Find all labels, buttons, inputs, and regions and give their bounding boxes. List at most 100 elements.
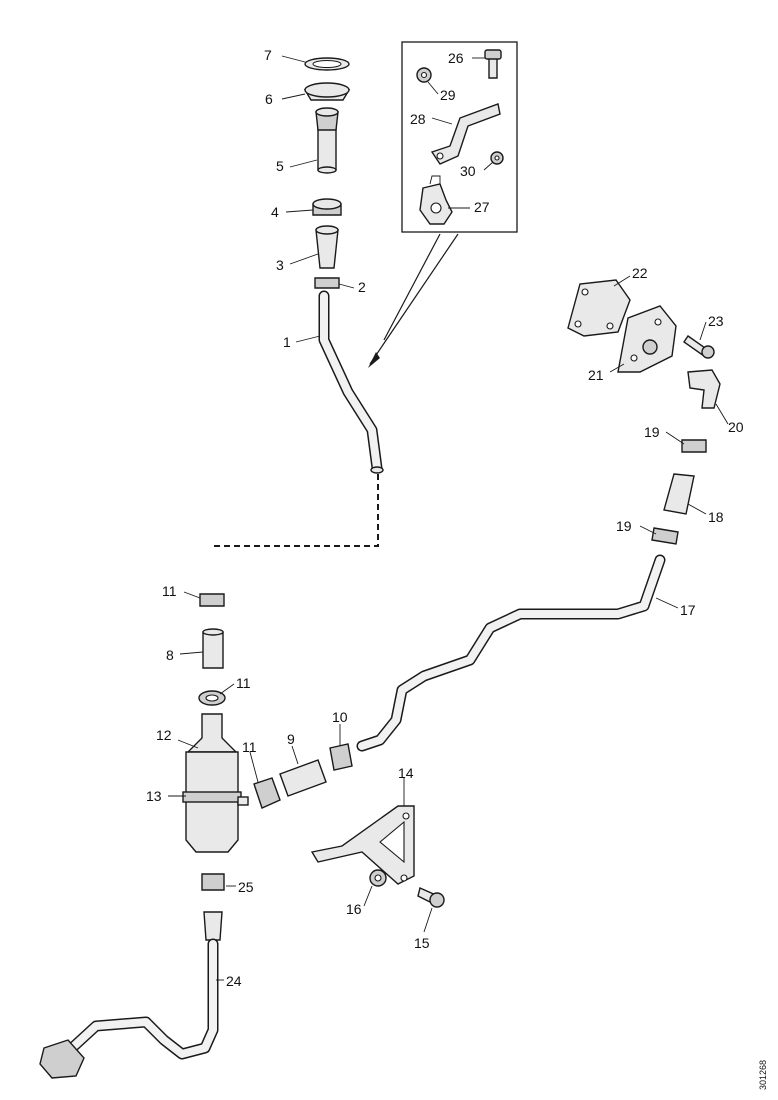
filter-assembly: [39, 593, 353, 1079]
part-17-fuel-line-inner: [358, 556, 664, 750]
label-28: 28: [410, 111, 426, 127]
part-4-clamp-top: [312, 198, 342, 210]
label-17: 17: [680, 602, 696, 618]
part-14-bracket: [310, 805, 415, 885]
part-16-nut-hole: [374, 874, 382, 882]
part-15-bolt-head: [429, 892, 445, 908]
part-12-filter-neck: [186, 713, 238, 753]
label-19-upper: 19: [644, 424, 660, 440]
part-2-clip: [314, 277, 340, 289]
part-21-flange-hole-2: [654, 318, 662, 326]
label-4: 4: [271, 204, 279, 220]
label-12: 12: [156, 727, 172, 743]
part-22-gasket-hole-2: [574, 320, 582, 328]
inset-callout-arrow-2: [383, 233, 441, 341]
label-20: 20: [728, 419, 744, 435]
tank-connection-assembly: [567, 279, 721, 545]
part-28-bracket-hole: [436, 152, 444, 160]
detail-inset: [368, 41, 518, 368]
part-23-bolt-head: [701, 345, 715, 359]
label-9: 9: [287, 731, 295, 747]
part-9-hose: [279, 759, 327, 797]
part-22-gasket-hole-3: [606, 322, 614, 330]
part-25-clamp: [201, 873, 225, 891]
part-21-flange-hole-1: [630, 354, 638, 362]
part-5-neck-base: [317, 166, 337, 174]
part-24-hose: [203, 911, 223, 941]
label-23: 23: [708, 313, 724, 329]
part-26-bolt: [488, 57, 498, 79]
part-22-gasket-hole-1: [581, 288, 589, 296]
part-29-nut-hole: [420, 71, 428, 79]
mounting-bracket: [310, 805, 445, 908]
part-labels: 7 6 5 4 3 2 1 26 29 28 30 27 22 23 21 20…: [146, 47, 744, 989]
label-2: 2: [358, 279, 366, 295]
part-30-nut-hole: [494, 155, 500, 161]
part-8-sleeve-top: [202, 628, 224, 636]
part-21-flange: [617, 305, 677, 373]
label-26: 26: [448, 50, 464, 66]
label-29: 29: [440, 87, 456, 103]
part-1-pipe-inner: [320, 292, 381, 472]
dashed-connection-line: [212, 474, 379, 547]
part-1-pipe-end: [370, 466, 384, 474]
label-27: 27: [474, 199, 490, 215]
part-17-fuel-line: [356, 554, 666, 752]
part-10-clamp: [329, 743, 353, 771]
drawing-code: 301268: [758, 1060, 768, 1090]
label-19-lower: 19: [616, 518, 632, 534]
label-13: 13: [146, 788, 162, 804]
part-24-hose-line: [66, 938, 219, 1060]
part-21-flange-boss: [642, 339, 658, 355]
label-6: 6: [265, 91, 273, 107]
part-5-neck-rim: [315, 107, 339, 117]
part-7-ring-inner: [312, 60, 342, 68]
part-26-bolt-head: [484, 49, 502, 60]
label-11-middle: 11: [236, 675, 251, 691]
part-13-filter-band: [182, 791, 242, 803]
label-22: 22: [632, 265, 648, 281]
part-27-clamp-tab: [429, 175, 441, 185]
label-14: 14: [398, 765, 414, 781]
label-18: 18: [708, 509, 724, 525]
label-1: 1: [283, 334, 291, 350]
leader-lines: [168, 55, 729, 981]
part-22-gasket: [567, 279, 631, 337]
label-25: 25: [238, 879, 254, 895]
part-14-bracket-cutout: [379, 820, 405, 864]
part-18-hose: [663, 473, 695, 515]
part-6-cap-top: [304, 82, 350, 98]
label-10: 10: [332, 709, 348, 725]
label-30: 30: [460, 163, 476, 179]
part-20-elbow: [687, 369, 721, 409]
label-8: 8: [166, 647, 174, 663]
inset-callout-arrow: [369, 233, 459, 365]
part-11-clamp-right: [253, 777, 281, 809]
label-11-right: 11: [242, 739, 257, 755]
label-11-top: 11: [162, 583, 177, 599]
part-14-bracket-hole-2: [400, 874, 408, 882]
label-16: 16: [346, 901, 362, 917]
part-11-clamp-middle-hole: [205, 694, 219, 702]
inset-callout-arrowhead: [368, 352, 380, 368]
part-13-filter-outlet: [237, 796, 249, 806]
part-1-pipe: [318, 290, 383, 474]
filler-assembly: [212, 57, 384, 547]
label-21: 21: [588, 367, 604, 383]
label-5: 5: [276, 158, 284, 174]
label-3: 3: [276, 257, 284, 273]
part-3-sleeve: [315, 229, 339, 269]
part-3-sleeve-top: [315, 225, 339, 235]
part-24-hose-line-inner: [68, 940, 217, 1058]
part-11-clamp-top: [199, 593, 225, 607]
fuel-line-17: [356, 554, 666, 752]
part-19-clamp-upper: [681, 439, 707, 453]
label-7: 7: [264, 47, 272, 63]
part-8-sleeve: [202, 631, 224, 669]
part-19-clamp-lower: [651, 527, 679, 545]
part-27-clamp-hole: [430, 202, 442, 214]
part-28-bracket: [430, 103, 501, 165]
label-24: 24: [226, 973, 242, 989]
part-14-bracket-hole-1: [402, 812, 410, 820]
